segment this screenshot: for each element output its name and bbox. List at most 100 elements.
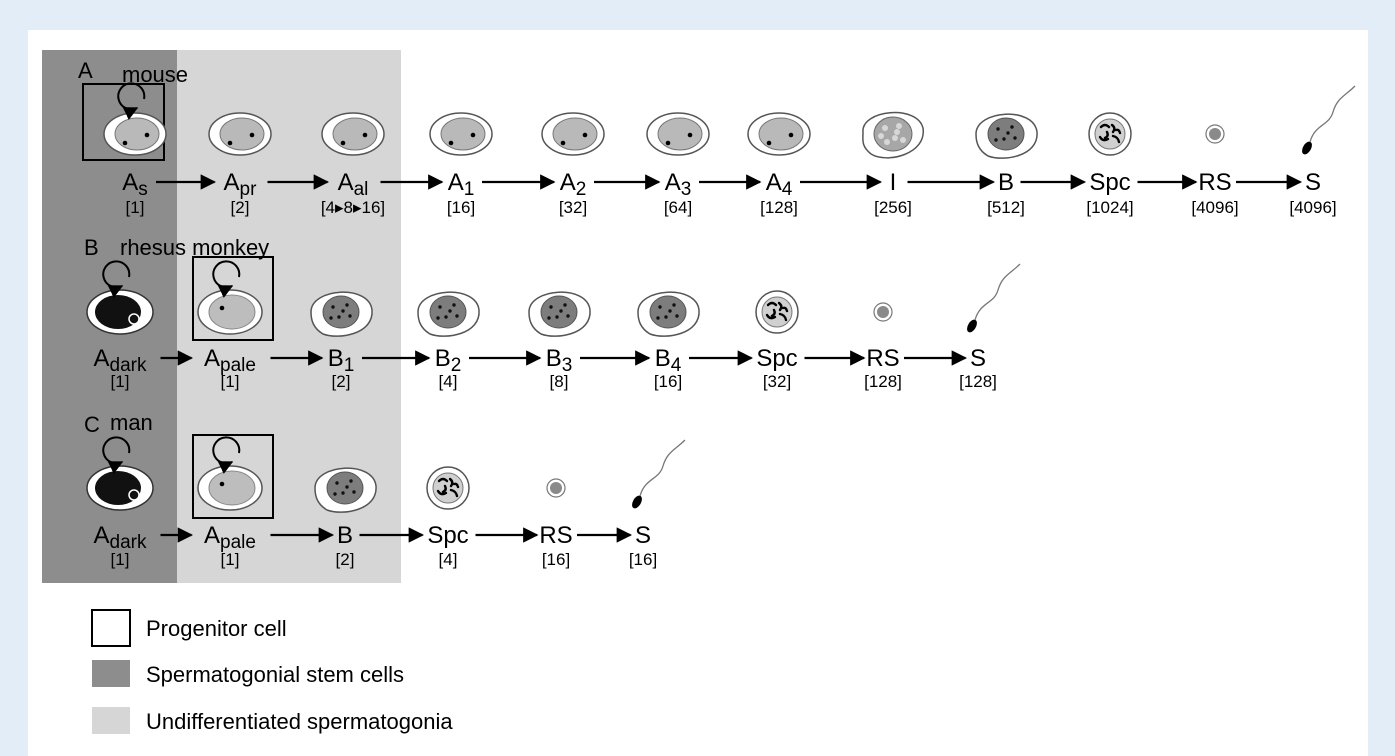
stage-count: [2] xyxy=(231,198,250,217)
stage-count: [1] xyxy=(111,550,130,569)
stage-b1: B1[2] xyxy=(310,291,373,391)
stage-label: Adark xyxy=(94,522,147,553)
lineage-row-0: As[1]Apr[2]Aal[4▸8▸16]A1[16]A2[32]A3[64]… xyxy=(103,82,1356,217)
stage-count: [4▸8▸16] xyxy=(321,198,385,217)
legend-item-stem: Spermatogonial stem cells xyxy=(92,660,404,687)
stage-aal: Aal[4▸8▸16] xyxy=(321,112,385,217)
stage-label: RS xyxy=(866,345,899,372)
b-cell-icon xyxy=(417,291,480,337)
progenitor-box-man xyxy=(192,434,274,519)
stage-label: B xyxy=(337,522,353,549)
stage-label-sub: 3 xyxy=(562,355,573,376)
stage-b4: B4[16] xyxy=(637,291,700,391)
stage-b: B[2] xyxy=(314,467,377,569)
stage-label: B1 xyxy=(328,345,355,376)
stage-label-sub: pale xyxy=(220,532,256,553)
stage-a3: A3[64] xyxy=(646,112,710,217)
b-cell-icon xyxy=(310,291,373,337)
stage-label-main: B xyxy=(998,169,1014,196)
legend: Progenitor cell Spermatogonial stem cell… xyxy=(91,609,453,734)
stage-spc: Spc[32] xyxy=(755,290,799,391)
stem-cell-swatch-icon xyxy=(92,660,130,687)
spermatocyte-icon xyxy=(1088,112,1132,156)
stage-count: [2] xyxy=(336,550,355,569)
stage-label: A3 xyxy=(665,169,692,200)
stage-label: B3 xyxy=(546,345,573,376)
stage-adark: Adark[1] xyxy=(86,260,154,391)
self-renewal-arrow-icon xyxy=(117,82,146,120)
stage-a1: A1[16] xyxy=(429,112,493,217)
stage-label-main: A xyxy=(94,522,110,549)
stage-label-main: A xyxy=(224,169,240,196)
stage-b2: B2[4] xyxy=(417,291,480,391)
stage-count: [256] xyxy=(874,198,912,217)
stage-label: Aal xyxy=(338,169,369,200)
stage-label-sub: 3 xyxy=(681,179,692,200)
stage-label: As xyxy=(122,169,148,200)
stage-label-sub: 4 xyxy=(782,179,793,200)
stage-label-main: RS xyxy=(1198,169,1231,196)
intermediate-cell-icon xyxy=(862,111,924,159)
spermatogenesis-diagram: A mouse B rhesus monkey C man As[1]Apr[2… xyxy=(42,50,1356,734)
stage-label-main: Spc xyxy=(1089,169,1130,196)
stage-label-sub: s xyxy=(138,179,148,200)
stage-label: B xyxy=(998,169,1014,196)
stage-label: S xyxy=(1305,169,1321,196)
a-type-cell-icon xyxy=(103,112,167,156)
stage-label-main: S xyxy=(1305,169,1321,196)
stage-label-sub: 2 xyxy=(576,179,587,200)
stage-count: [16] xyxy=(447,198,475,217)
stage-label-main: A xyxy=(766,169,782,196)
stage-label-main: A xyxy=(665,169,681,196)
spermatocyte-icon xyxy=(755,290,799,334)
stage-label: RS xyxy=(539,522,572,549)
stage-i: I [256] xyxy=(862,111,924,217)
stage-label-main: RS xyxy=(539,522,572,549)
stage-label-sub: pr xyxy=(240,179,258,200)
stage-label: Adark xyxy=(94,345,147,376)
round-spermatid-icon xyxy=(1205,124,1225,144)
stage-count: [32] xyxy=(763,372,791,391)
b-cell-icon xyxy=(975,113,1038,159)
a-type-cell-icon xyxy=(429,112,493,156)
stage-label-main: I xyxy=(890,169,897,196)
stage-count: [1] xyxy=(221,550,240,569)
spermatocyte-icon xyxy=(426,466,470,510)
legend-item-undifferentiated: Undifferentiated spermatogonia xyxy=(92,707,453,734)
lineage-row-1: Adark[1]Apale[1]B1[2]B2[4]B3[8]B4[16]Spc… xyxy=(86,260,1021,391)
stage-label-main: A xyxy=(94,345,110,372)
stage-count: [4096] xyxy=(1191,198,1238,217)
stage-s: S[16] xyxy=(629,439,686,569)
stage-label-main: B xyxy=(546,345,562,372)
stage-label-main: A xyxy=(204,522,220,549)
stage-label: S xyxy=(635,522,651,549)
stage-label-main: S xyxy=(635,522,651,549)
stage-label-main: B xyxy=(337,522,353,549)
row-b-letter: B xyxy=(84,235,99,260)
stage-label: S xyxy=(970,345,986,372)
sperm-icon xyxy=(632,439,686,509)
legend-label-progenitor: Progenitor cell xyxy=(146,616,287,641)
stage-count: [8] xyxy=(550,372,569,391)
b-cell-icon xyxy=(637,291,700,337)
stage-label-main: A xyxy=(204,345,220,372)
stage-label-sub: 2 xyxy=(451,355,462,376)
self-renewal-arrow-icon xyxy=(102,260,131,298)
stage-label-sub: 1 xyxy=(344,355,355,376)
progenitor-box-mouse xyxy=(82,83,165,161)
legend-label-undifferentiated: Undifferentiated spermatogonia xyxy=(146,709,453,734)
stage-label: Spc xyxy=(756,345,797,372)
row-b-species: rhesus monkey xyxy=(120,235,269,260)
progenitor-box-rhesus xyxy=(192,256,274,341)
self-renewal-arrow-icon xyxy=(102,436,131,474)
stage-label: B2 xyxy=(435,345,462,376)
row-a-letter: A xyxy=(78,58,93,83)
stage-label-sub: al xyxy=(354,179,369,200)
stage-count: [4096] xyxy=(1289,198,1336,217)
stage-spc: Spc[1024] xyxy=(1086,112,1134,217)
stage-adark: Adark[1] xyxy=(86,436,154,569)
stage-label-main: Spc xyxy=(756,345,797,372)
a-pale-cell-icon xyxy=(197,289,263,335)
stage-label: A4 xyxy=(766,169,793,200)
stage-label-sub: dark xyxy=(110,532,147,553)
